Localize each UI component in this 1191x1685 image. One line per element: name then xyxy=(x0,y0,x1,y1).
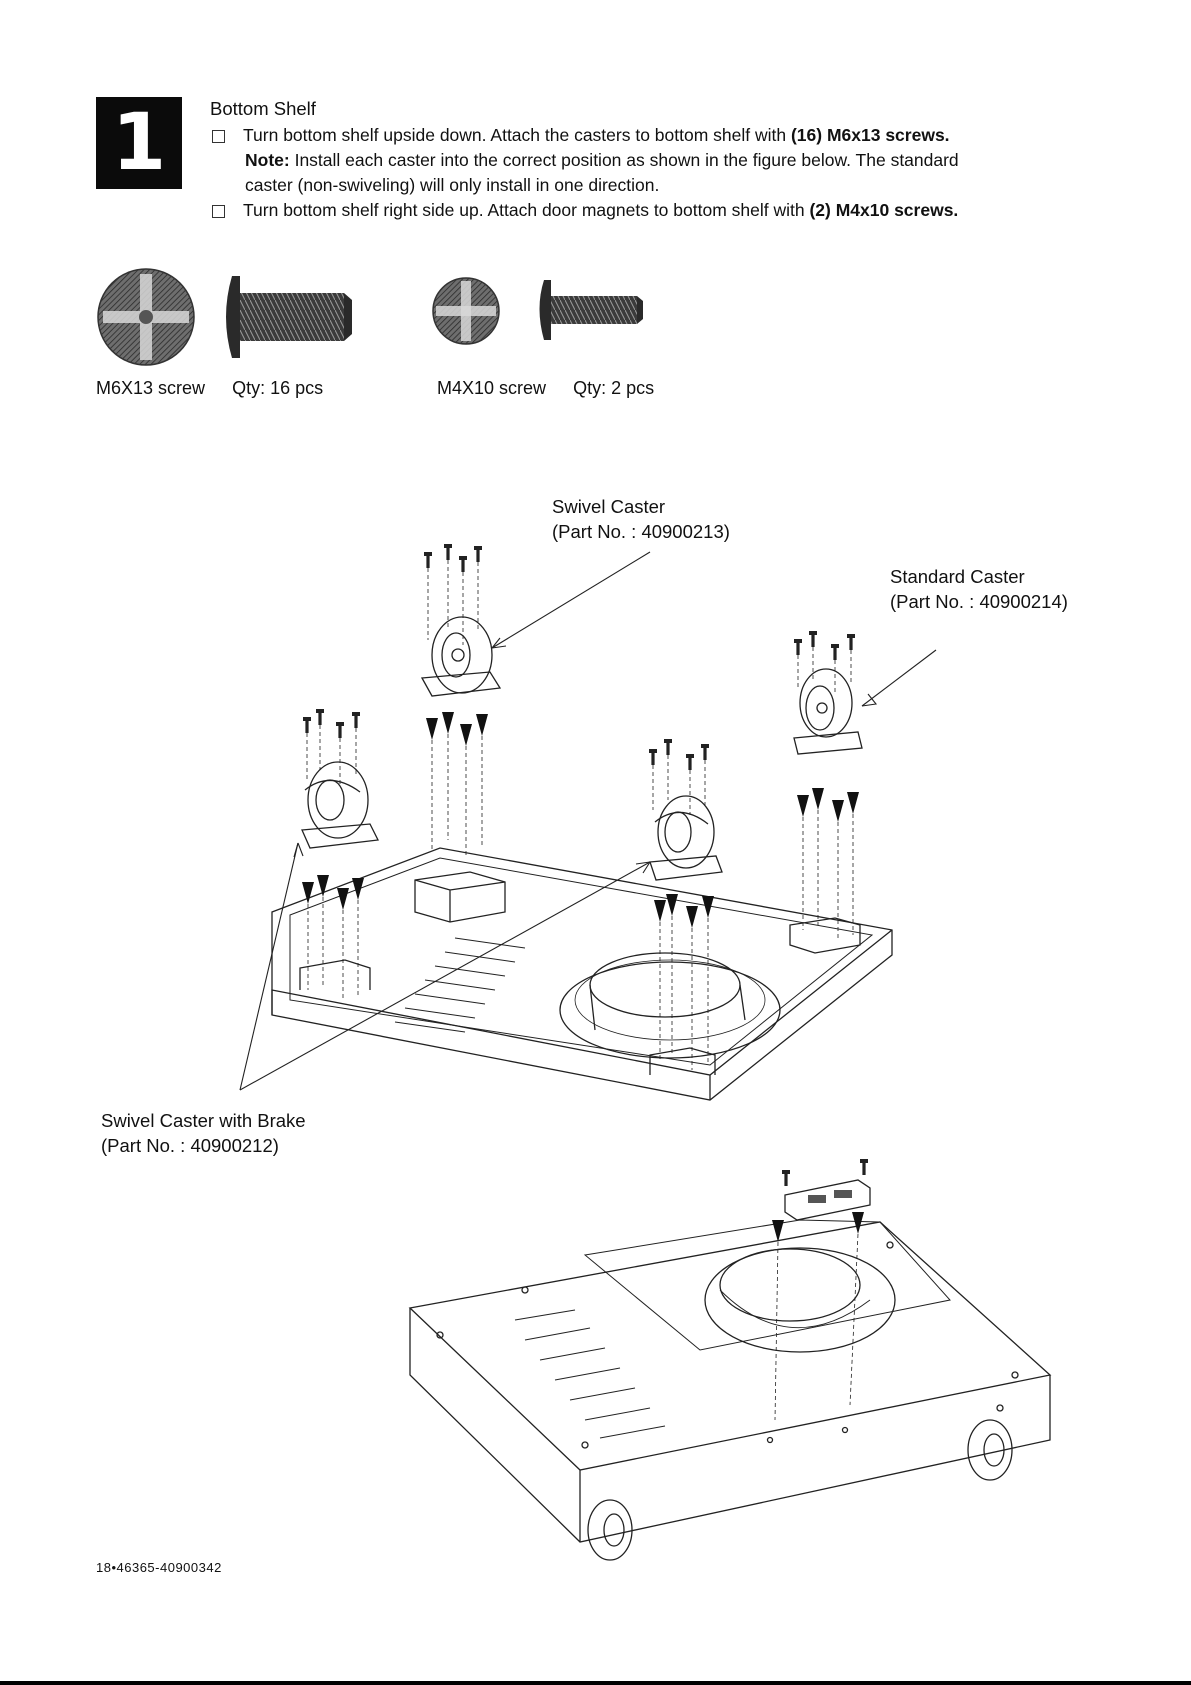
instruction-bullet-2: Turn bottom shelf right side up. Attach … xyxy=(210,198,1090,223)
m4x10-screw-side-icon xyxy=(539,280,643,340)
hardware-name: M6X13 screw xyxy=(96,378,206,398)
bottom-rule xyxy=(0,1681,1191,1685)
step-number-badge: 1 xyxy=(96,97,182,189)
door-magnet xyxy=(771,1158,871,1421)
bottom-shelf-right-side-up xyxy=(408,1219,1052,1561)
checkbox-icon xyxy=(212,205,225,218)
bullet-1-bold: (16) M6x13 screws. xyxy=(790,125,950,145)
instruction-bullet-1: Turn bottom shelf upside down. Attach th… xyxy=(210,123,1090,148)
callout-standard-caster: Standard Caster (Part No. : 40900214) xyxy=(890,564,1068,614)
bottom-shelf-upside-down xyxy=(271,847,893,1101)
note-text: Note: Install each caster into the corre… xyxy=(210,148,1090,198)
note-line-1: Install each caster into the correct pos… xyxy=(289,150,959,170)
hardware-qty: Qty: 16 pcs xyxy=(232,378,324,398)
bullet-2-text: Turn bottom shelf right side up. Attach … xyxy=(243,200,810,220)
callout-title: Swivel Caster xyxy=(552,496,666,517)
note-label: Note: xyxy=(245,150,290,170)
m4x10-screw-head-icon xyxy=(432,277,500,345)
hardware-illustrations xyxy=(97,268,643,366)
hardware-name: M4X10 screw xyxy=(437,378,547,398)
caster-group-standard xyxy=(793,630,863,940)
callout-part-number: (Part No. : 40900214) xyxy=(890,591,1068,612)
hardware-item-m4x10: M4X10 screw Qty: 2 pcs xyxy=(437,378,654,399)
caster-group-brake-center xyxy=(648,738,723,1070)
document-code: 18•46365-40900342 xyxy=(96,1560,222,1575)
caster-group-swivel xyxy=(420,543,502,855)
callout-title: Standard Caster xyxy=(890,566,1025,587)
callout-swivel-caster: Swivel Caster (Part No. : 40900213) xyxy=(552,494,730,544)
caster-group-brake-left xyxy=(301,708,379,1000)
callout-part-number: (Part No. : 40900213) xyxy=(552,521,730,542)
bullet-2-bold: (2) M4x10 screws. xyxy=(809,200,959,220)
callout-part-number: (Part No. : 40900212) xyxy=(101,1135,279,1156)
callout-title: Swivel Caster with Brake xyxy=(101,1110,306,1131)
checkbox-icon xyxy=(212,130,225,143)
bullet-1-text: Turn bottom shelf upside down. Attach th… xyxy=(243,125,791,145)
m6x13-screw-side-icon xyxy=(226,276,352,358)
m6x13-screw-head-icon xyxy=(97,268,195,366)
hardware-qty: Qty: 2 pcs xyxy=(573,378,655,398)
instructions-block: Bottom Shelf Turn bottom shelf upside do… xyxy=(210,96,1090,223)
leader-lines xyxy=(239,551,937,1091)
callout-swivel-caster-with-brake: Swivel Caster with Brake (Part No. : 409… xyxy=(101,1108,306,1158)
note-line-2: caster (non-swiveling) will only install… xyxy=(245,175,660,195)
hardware-item-m6x13: M6X13 screw Qty: 16 pcs xyxy=(96,378,323,399)
section-heading: Bottom Shelf xyxy=(210,98,316,119)
